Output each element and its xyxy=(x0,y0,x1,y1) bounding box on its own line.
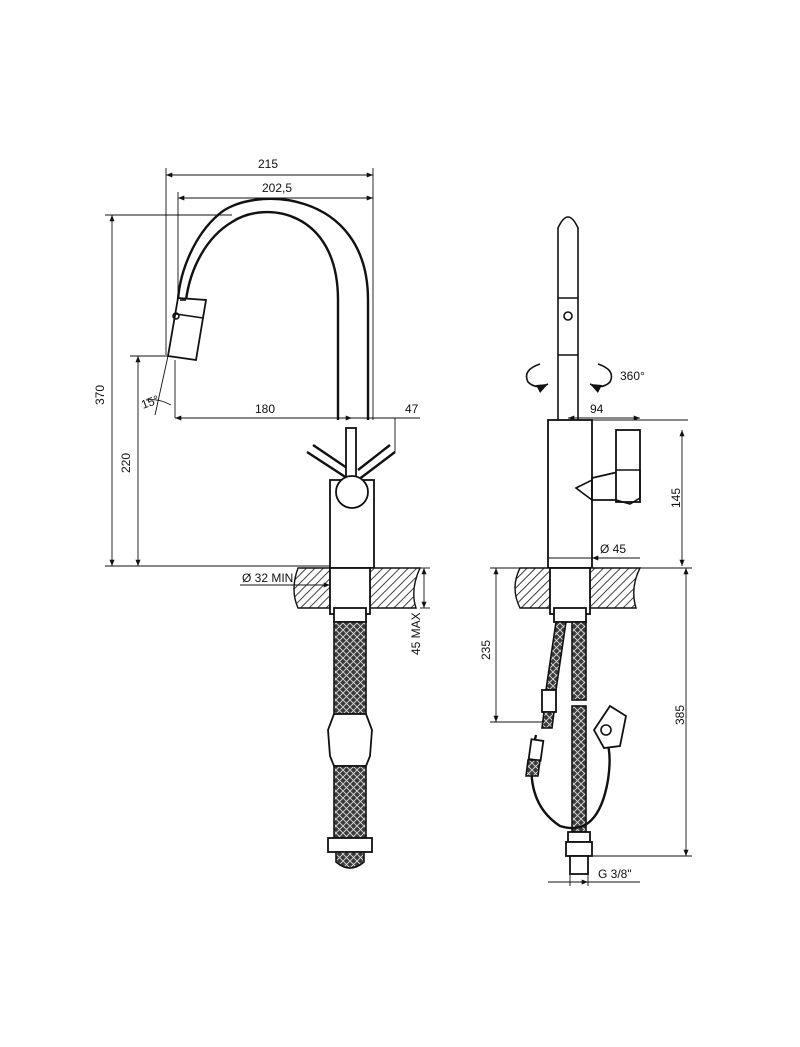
rotation-label: 360° xyxy=(620,369,645,383)
dim-total-height: 370 xyxy=(93,385,107,405)
dim-base-to-spout: 180 xyxy=(255,402,275,416)
front-spout xyxy=(184,210,340,420)
side-body xyxy=(547,419,593,569)
rotate-right-icon xyxy=(589,363,613,394)
dim-hole-diameter: Ø 32 MIN xyxy=(242,571,293,585)
side-hose-right xyxy=(571,621,587,701)
dim-spout-reach: 202,5 xyxy=(262,181,292,195)
dim-handle-offset: 47 xyxy=(405,402,419,416)
dim-connection: G 3/8" xyxy=(598,867,632,881)
rotate-left-icon xyxy=(525,363,549,394)
front-deck-right xyxy=(369,567,422,609)
side-spout xyxy=(557,216,579,420)
dim-hose-clearance: 235 xyxy=(479,640,493,660)
side-hose-left xyxy=(545,621,567,691)
dim-spout-angle: 15° xyxy=(139,392,161,411)
front-handle-hub xyxy=(335,475,369,509)
dim-handle-height: 145 xyxy=(669,488,683,508)
side-deck-right xyxy=(589,567,642,609)
dim-overall-width: 215 xyxy=(258,157,278,171)
front-hose-coupling xyxy=(327,713,373,767)
side-view: 360° 145 94 xyxy=(479,216,692,886)
dim-base-diameter: Ø 45 xyxy=(600,542,626,556)
dim-hose-length: 385 xyxy=(673,705,687,725)
front-spray-head xyxy=(166,297,208,362)
side-deck-left xyxy=(514,567,551,609)
side-handle xyxy=(591,470,619,501)
front-view: 15° 215 202,5 370 220 xyxy=(93,157,430,869)
front-deck-left xyxy=(293,567,331,609)
front-hose-upper xyxy=(333,621,367,715)
dim-handle-depth: 94 xyxy=(590,402,604,416)
dim-deck-thickness: 45 MAX xyxy=(409,612,423,655)
dim-spout-height: 220 xyxy=(119,453,133,473)
